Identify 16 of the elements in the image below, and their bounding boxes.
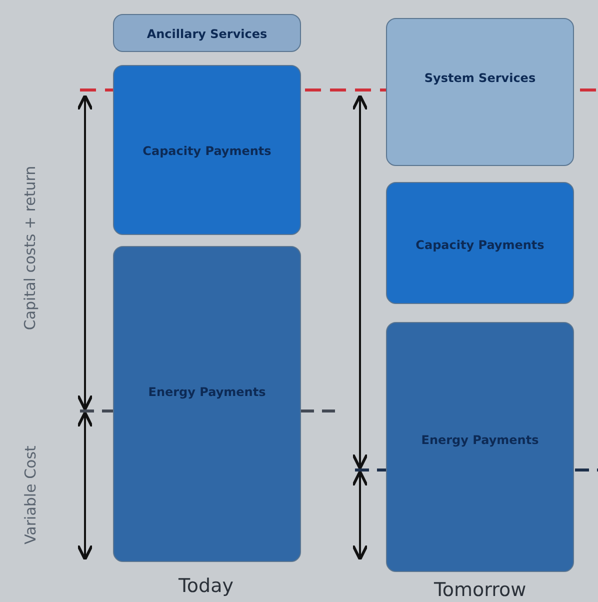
stack-block [113,246,301,562]
stack-block [386,182,574,304]
column-label: Tomorrow [434,579,526,601]
axis-label: Capital costs + return [21,166,40,330]
column-label: Today [178,575,234,597]
block-label: Capacity Payments [142,144,272,160]
block-label: Energy Payments [421,433,539,449]
block-label: Energy Payments [148,385,266,401]
stack-block [386,322,574,572]
stack-block [386,18,574,166]
stack-block [113,65,301,235]
block-label: Capacity Payments [416,238,544,254]
block-label: Ancillary Services [146,27,268,43]
stack-block [113,14,301,52]
axis-label: Variable Cost [20,446,39,544]
block-label: System Services [424,71,536,87]
